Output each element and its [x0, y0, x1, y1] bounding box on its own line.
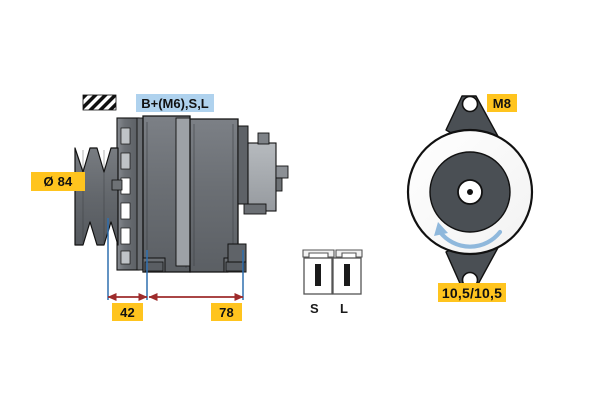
pulley-offset-dimension-callout: 42: [112, 303, 143, 321]
rotation-direction-arrow: [434, 222, 503, 249]
hatched-swatch-icon: [82, 94, 117, 111]
shaft-nose: [111, 179, 123, 191]
connector-detail-group: [302, 249, 363, 295]
mounting-hole-size-callout: 10,5/10,5: [438, 283, 506, 302]
mounting-feet: [142, 243, 247, 273]
regulator-block: [237, 125, 289, 215]
dimension-extension-lines: [107, 218, 244, 300]
connector-pin-s-slot: [315, 264, 321, 286]
alternator-housing: [142, 115, 239, 273]
drive-pulley: [74, 147, 119, 246]
connector-pin-l-label: L: [340, 301, 348, 316]
terminals-callout: B+(M6),S,L: [136, 94, 214, 112]
rear-housing-fins: [116, 117, 144, 271]
mounting-length-dimension-callout: 78: [211, 303, 242, 321]
bolt-size-callout: M8: [487, 94, 517, 112]
side-view-group: [74, 94, 289, 301]
pulley-diameter-callout: Ø 84: [31, 172, 85, 191]
connector-pin-s-label: S: [310, 301, 319, 316]
connector-pin-l-slot: [344, 264, 350, 286]
end-view-group: [406, 95, 534, 289]
